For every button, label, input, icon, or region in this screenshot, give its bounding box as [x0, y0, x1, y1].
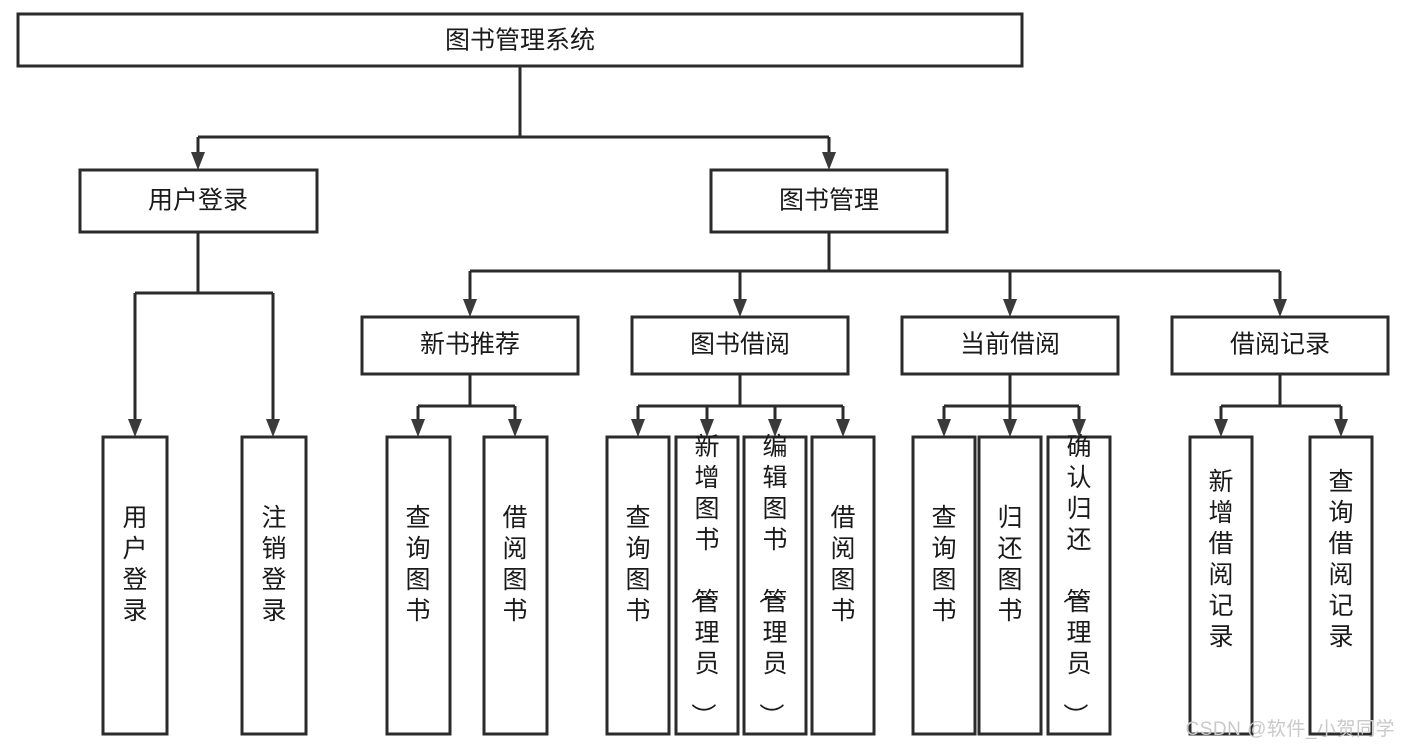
- leaf-node[interactable]: 新增借阅记录: [1188, 435, 1254, 736]
- leaf-nbr-2-box: [482, 435, 549, 736]
- leaf-cb-2-label: 归还图书: [997, 504, 1022, 625]
- arrow-head-leaf-br-2: [1334, 419, 1348, 437]
- leaf-user-login-1-box: [101, 435, 169, 736]
- leaf-cb-1-box: [911, 435, 977, 736]
- node-current-borrow-label: 当前借阅: [960, 331, 1060, 359]
- leaf-node[interactable]: 查询图书: [385, 435, 452, 736]
- node-root-system-box: [16, 12, 1024, 68]
- node-root-system[interactable]: 图书管理系统: [16, 12, 1024, 68]
- leaf-bb-3-label: 编辑图书（管理员）: [756, 433, 787, 728]
- leaf-user-login-2-label: 注销登录: [261, 504, 286, 625]
- arrow-head-leaf-nbr-2: [508, 419, 522, 437]
- leaf-node[interactable]: 借阅图书: [482, 435, 549, 736]
- leaf-bb-2-box: [674, 435, 740, 736]
- leaf-cb-3-label: 确认归还（管理员）: [1060, 433, 1091, 728]
- leaf-node[interactable]: 查询借阅记录: [1308, 435, 1374, 736]
- leaf-bb-4-box: [810, 435, 876, 736]
- leaf-node[interactable]: 编辑图书（管理员）: [742, 433, 808, 736]
- node-book-borrow-box: [630, 315, 850, 376]
- arrow-head-leaf-user-login-2: [266, 419, 280, 437]
- node-book-borrow-label: 图书借阅: [690, 331, 790, 359]
- leaf-cb-3-box: [1046, 435, 1112, 736]
- arrow-head-leaf-nbr-1: [411, 419, 425, 437]
- node-new-book-recommend-box: [360, 315, 580, 376]
- node-book-management-label: 图书管理: [779, 187, 879, 215]
- leaf-nbr-1-label: 查询图书: [405, 504, 430, 625]
- node-current-borrow[interactable]: 当前借阅: [900, 315, 1120, 376]
- arrow-head-leaf-cb-2: [1003, 419, 1017, 437]
- arrow-head-leaf-user-login-1: [128, 419, 142, 437]
- node-book-borrow[interactable]: 图书借阅: [630, 315, 850, 376]
- node-user-login[interactable]: 用户登录: [78, 168, 319, 234]
- leaf-br-2-box: [1308, 435, 1374, 736]
- arrow-head-leaf-bb-2: [700, 419, 714, 437]
- leaf-bb-1-label: 查询图书: [625, 504, 650, 625]
- leaf-node[interactable]: 查询图书: [911, 435, 977, 736]
- node-new-book-recommend-label: 新书推荐: [420, 331, 520, 359]
- leaf-nbr-1-box: [385, 435, 452, 736]
- node-user-login-label: 用户登录: [148, 187, 248, 215]
- leaf-user-login-2-box: [240, 435, 308, 736]
- leaf-br-2-label: 查询借阅记录: [1328, 468, 1353, 651]
- connector-layer: [128, 66, 1348, 437]
- arrow-head-book-manage: [822, 152, 836, 170]
- leaf-node[interactable]: 借阅图书: [810, 435, 876, 736]
- node-book-management-box: [709, 168, 949, 234]
- arrow-head-book-borrow: [733, 299, 747, 317]
- leaf-bb-1-box: [605, 435, 671, 736]
- node-borrow-records-box: [1170, 315, 1390, 376]
- leaf-cb-2-box: [977, 435, 1043, 736]
- arrow-head-leaf-bb-3: [768, 419, 782, 437]
- leaf-node[interactable]: 确认归还（管理员）: [1046, 433, 1112, 736]
- arrow-head-leaf-bb-4: [836, 419, 850, 437]
- leaf-nbr-2-label: 借阅图书: [502, 504, 527, 625]
- arrow-head-new-book-recommend: [463, 299, 477, 317]
- node-root-system-label: 图书管理系统: [445, 27, 595, 55]
- node-new-book-recommend[interactable]: 新书推荐: [360, 315, 580, 376]
- leaf-br-1-box: [1188, 435, 1254, 736]
- leaf-user-login-1-label: 用户登录: [122, 504, 147, 625]
- leaf-bb-4-label: 借阅图书: [830, 504, 855, 625]
- node-current-borrow-box: [900, 315, 1120, 376]
- csdn-watermark: CSDN @软件_小贺同学: [1185, 719, 1395, 740]
- leaf-node[interactable]: 查询图书: [605, 435, 671, 736]
- arrow-head-leaf-cb-3: [1072, 419, 1086, 437]
- node-borrow-records[interactable]: 借阅记录: [1170, 315, 1390, 376]
- arrow-head-user-login: [191, 152, 205, 170]
- leaf-node[interactable]: 用户登录: [101, 435, 169, 736]
- leaf-br-1-label: 新增借阅记录: [1208, 468, 1233, 651]
- node-user-login-box: [78, 168, 319, 234]
- arrow-head-leaf-bb-1: [631, 419, 645, 437]
- leaf-node[interactable]: 注销登录: [240, 435, 308, 736]
- node-borrow-records-label: 借阅记录: [1230, 331, 1330, 359]
- node-book-management[interactable]: 图书管理: [709, 168, 949, 234]
- leaf-bb-3-box: [742, 435, 808, 736]
- arrow-head-current-borrow: [1003, 299, 1017, 317]
- leaf-bb-2-label: 新增图书（管理员）: [688, 433, 719, 728]
- arrow-head-leaf-cb-1: [937, 419, 951, 437]
- leaf-node[interactable]: 归还图书: [977, 435, 1043, 736]
- leaf-node[interactable]: 新增图书（管理员）: [674, 433, 740, 736]
- leaf-cb-1-label: 查询图书: [931, 504, 956, 625]
- arrow-head-borrow-records: [1273, 299, 1287, 317]
- arrow-head-leaf-br-1: [1214, 419, 1228, 437]
